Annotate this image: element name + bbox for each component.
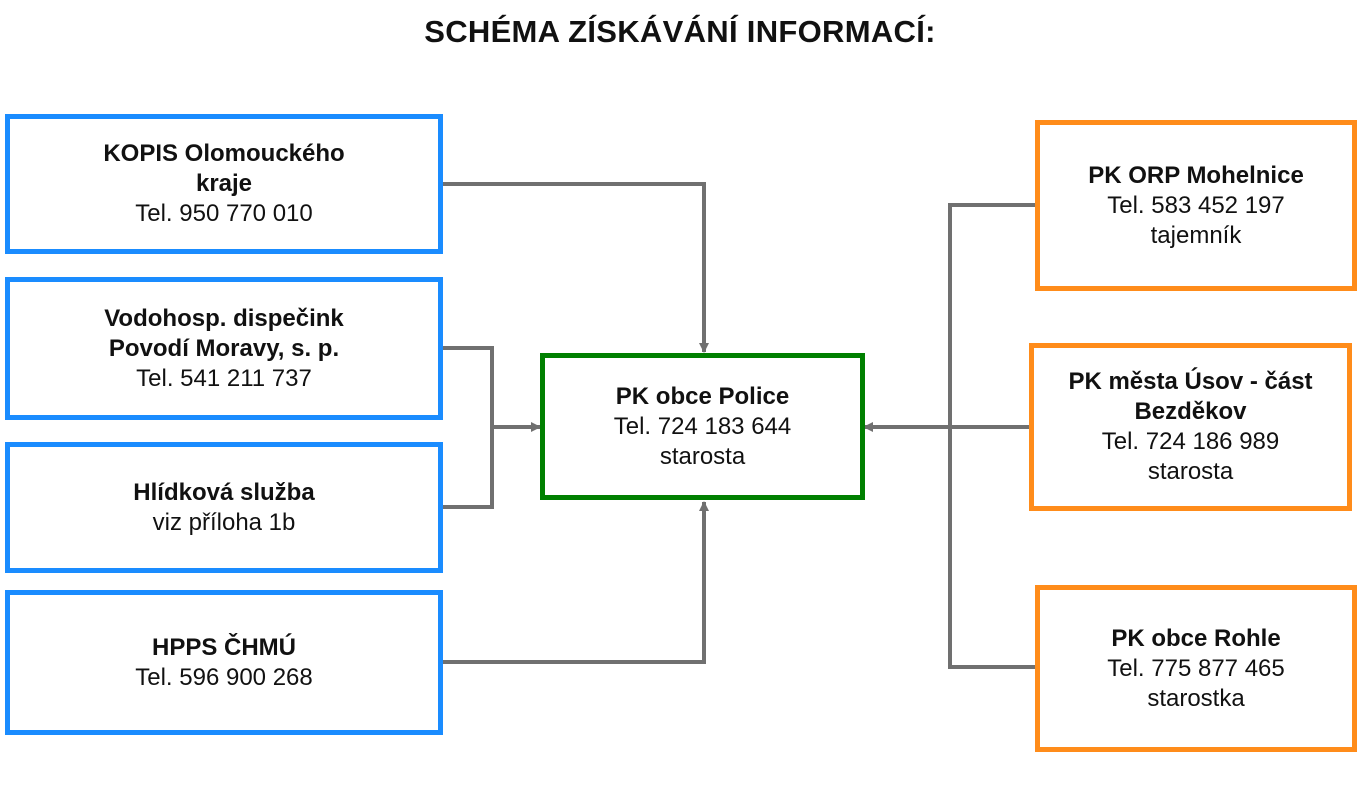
node-rohle-role: starostka [1147,684,1245,712]
node-orp-role: tajemník [1150,221,1242,249]
node-rohle: PK obce Rohle Tel. 775 877 465 starostka [1035,585,1357,752]
node-kopis-name-line1: KOPIS Olomouckého [103,140,345,167]
node-hpps: HPPS ČHMÚ Tel. 596 900 268 [5,590,443,735]
node-hlidkova-detail: viz příloha 1b [152,508,296,536]
diagram-title: SCHÉMA ZÍSKÁVÁNÍ INFORMACÍ: [424,14,936,49]
node-center-phone: Tel. 724 183 644 [613,412,792,440]
node-hlidkova-sluzba: Hlídková služba viz příloha 1b [5,442,443,573]
node-vodohosp-name-line2: Povodí Moravy, s. p. [108,334,340,362]
node-kopis-name-line2: kraje [195,170,253,197]
node-usov-phone: Tel. 724 186 989 [1101,428,1280,455]
node-usov-role: starosta [1147,458,1234,485]
node-center-role: starosta [659,442,746,470]
node-rohle-phone: Tel. 775 877 465 [1107,654,1285,682]
node-hpps-name: HPPS ČHMÚ [151,633,296,661]
node-usov-bezdekov: PK města Úsov - část Bezděkov Tel. 724 1… [1029,343,1352,511]
node-usov-name-line2: Bezděkov [1134,398,1247,425]
node-center-name: PK obce Police [615,382,790,410]
node-hlidkova-name: Hlídková služba [133,478,315,506]
node-orp-phone: Tel. 583 452 197 [1107,191,1285,219]
node-kopis-phone: Tel. 950 770 010 [135,200,313,227]
node-vodohosp: Vodohosp. dispečink Povodí Moravy, s. p.… [5,277,443,420]
connector-kopis [442,182,709,353]
node-orp-name: PK ORP Mohelnice [1088,161,1304,189]
node-usov-name-line1: PK města Úsov - část [1068,368,1313,395]
node-vodohosp-phone: Tel. 541 211 737 [136,364,312,392]
node-center-police: PK obce Police Tel. 724 183 644 starosta [540,353,865,500]
node-orp-mohelnice: PK ORP Mohelnice Tel. 583 452 197 tajemn… [1035,120,1357,291]
connector-hpps [442,501,709,664]
node-hpps-phone: Tel. 596 900 268 [135,663,313,691]
connector-right-bracket [948,203,1036,669]
node-rohle-name: PK obce Rohle [1111,624,1281,652]
connector-vodohosp [442,346,494,509]
node-kopis: KOPIS Olomouckého kraje Tel. 950 770 010 [5,114,443,254]
node-vodohosp-name-line1: Vodohosp. dispečink [104,304,344,332]
